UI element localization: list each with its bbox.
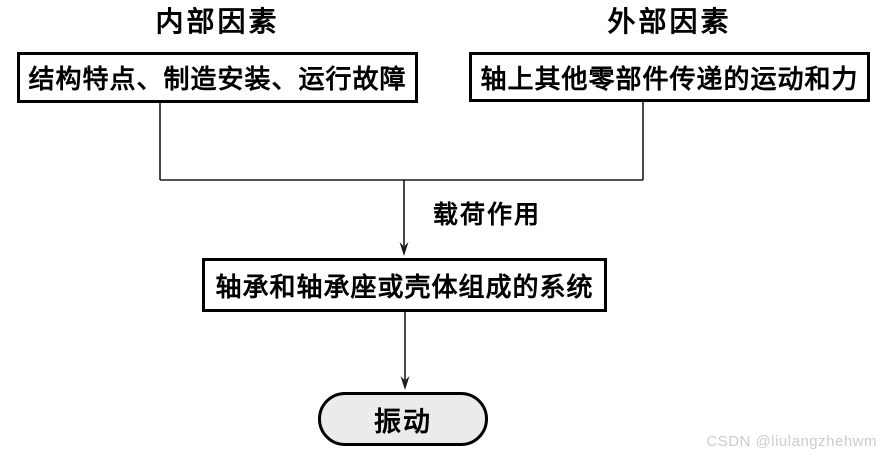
vibration-node: 振动	[318, 392, 488, 446]
bearing-system-box: 轴承和轴承座或壳体组成的系统	[202, 258, 607, 312]
external-factors-box: 轴上其他零部件传递的运动和力	[469, 52, 870, 102]
external-factors-label: 外部因素	[607, 7, 732, 38]
arrow-vibration-head	[400, 376, 410, 390]
internal-factors-box: 结构特点、制造安装、运行故障	[17, 52, 418, 103]
internal-factors-label: 内部因素	[155, 7, 280, 38]
arrow-load-head	[399, 242, 409, 256]
watermark: CSDN @liulangzhehwm	[706, 433, 877, 450]
load-action-label: 载荷作用	[433, 202, 542, 229]
